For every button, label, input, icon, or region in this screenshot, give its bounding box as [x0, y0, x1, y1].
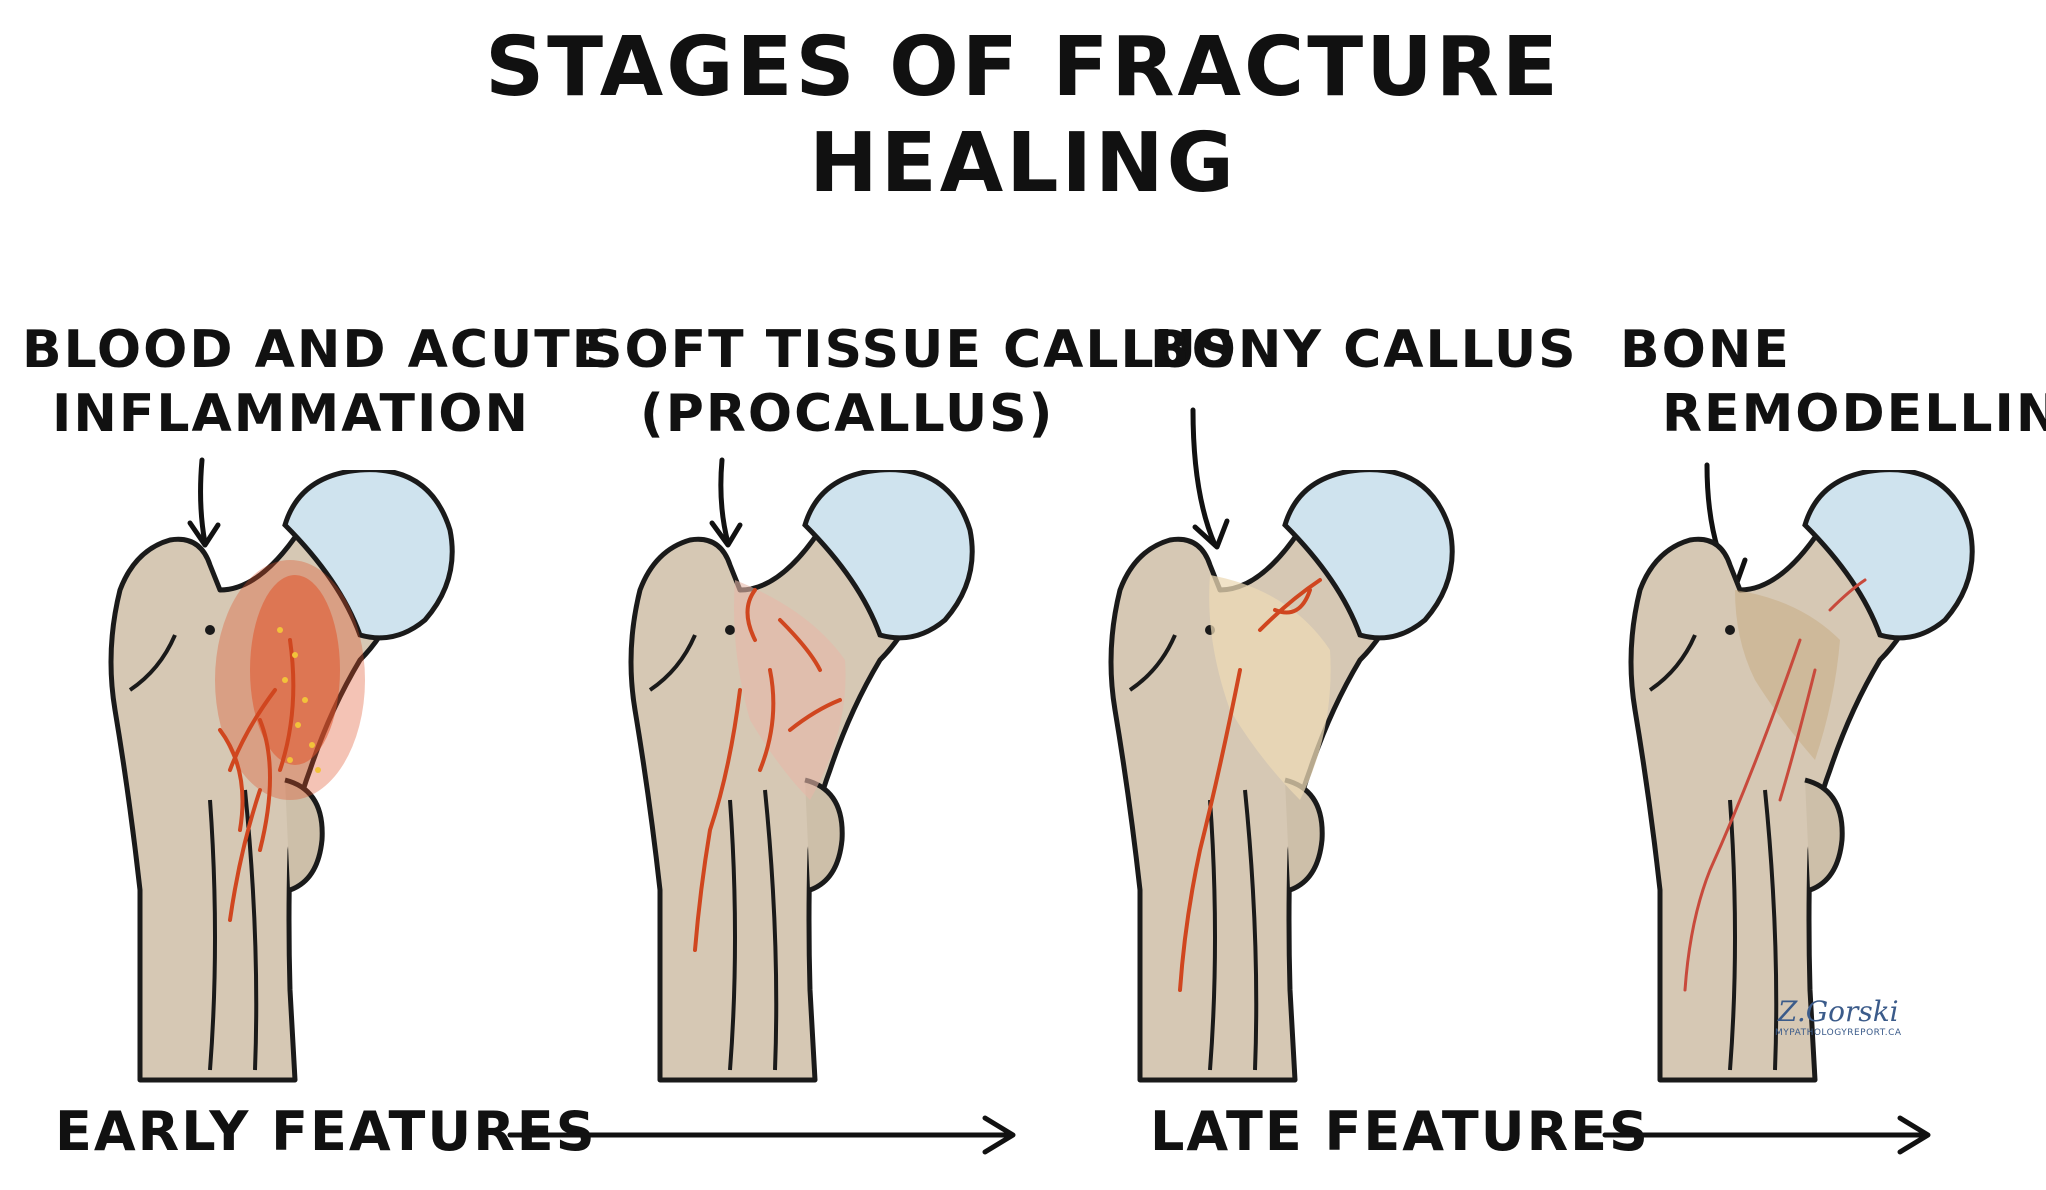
- title-line-2: Healing: [809, 116, 1237, 211]
- early-features-arrow: [507, 1115, 1016, 1155]
- stage-4-label: Bone remodelling: [1620, 318, 2046, 446]
- stage-2-pointer-arrow: [709, 457, 743, 548]
- stage-2-label-line-1: Soft tissue callus: [585, 320, 1238, 380]
- femur-stage-2-illustration: [580, 470, 1000, 1090]
- signature-website: MYPATHOLOGYREPORT.CA: [1775, 1028, 1902, 1038]
- stage-2-label-line-2: (procallus): [640, 384, 1055, 444]
- diagram-title: Stages of Fracture Healing: [0, 20, 2046, 212]
- late-features-label: Late features: [1150, 1100, 1650, 1163]
- stage-1-pointer-arrow: [187, 457, 221, 548]
- stage-3-label: Bony callus: [1150, 318, 1578, 382]
- femur-stage-3-illustration: [1060, 470, 1480, 1090]
- stage-3-label-line-1: Bony callus: [1150, 320, 1578, 380]
- stage-2-label: Soft tissue callus (procallus): [585, 318, 1237, 446]
- signature-name: Z.Gorski: [1777, 995, 1899, 1028]
- late-features-arrow: [1602, 1115, 1931, 1155]
- stage-4-label-line-2: remodelling: [1662, 384, 2046, 444]
- femur-stage-1-illustration: [60, 470, 480, 1090]
- artist-signature: Z.Gorski MYPATHOLOGYREPORT.CA: [1775, 995, 1902, 1038]
- stage-4-label-line-1: Bone: [1620, 320, 1791, 380]
- femur-stage-4-illustration: [1580, 470, 2000, 1090]
- stage-3-pointer-arrow: [1190, 407, 1230, 550]
- title-line-1: Stages of Fracture: [485, 20, 1561, 115]
- stage-1-label-line-1: Blood and acute: [22, 320, 610, 380]
- early-features-label: Early features: [55, 1100, 597, 1163]
- stage-1-label-line-2: inflammation: [52, 384, 531, 444]
- stage-1-label: Blood and acute inflammation: [22, 318, 609, 446]
